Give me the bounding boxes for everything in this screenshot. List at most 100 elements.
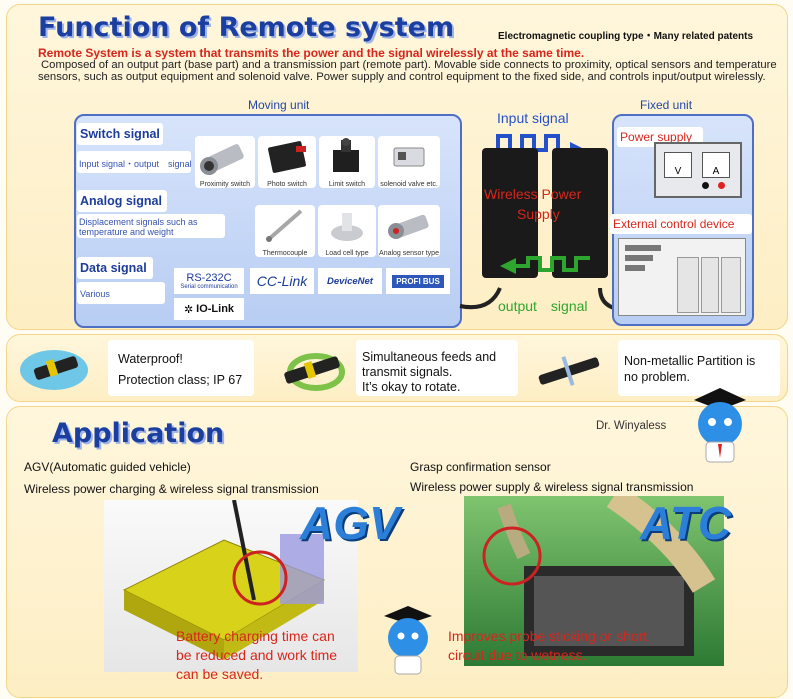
atc-image (464, 485, 724, 666)
meter-a: A (702, 152, 730, 178)
feature-2-line1: Simultaneous feeds and (362, 350, 497, 364)
data-signal-tag (77, 257, 153, 279)
plc-slot (625, 265, 645, 271)
wireless-power-label: Wireless Power (484, 186, 582, 202)
data-desc-tag (77, 282, 165, 304)
sensor-card-loadcell: Load cell type (318, 205, 376, 257)
feature-3-line1: Non-metallic Partition is (624, 354, 756, 368)
switch-signal-title: Switch signal (80, 127, 160, 141)
limit-switch-label: Limit switch (328, 181, 366, 188)
patent-badge: Electromagnetic coupling type・Many relat… (498, 31, 754, 42)
feature-1-line2: Protection class; IP 67 (118, 373, 243, 387)
fixed-unit-label: Fixed unit (640, 98, 693, 112)
agv-line2: Wireless power charging & wireless signa… (24, 482, 319, 496)
sensor-card-photo: Photo switch (258, 136, 316, 188)
switch-signal-desc: Input signal・output signal (79, 159, 192, 169)
atc-robot-icon (482, 485, 716, 656)
power-supply-unit: V A (654, 142, 742, 198)
feature-2-line3: It’s okay to rotate. (362, 380, 461, 394)
agv-image (104, 499, 358, 672)
thermocouple-icon (266, 209, 303, 242)
sensor-card-solenoid: solenoid valve etc. (378, 136, 440, 188)
partition-connector-icon (538, 356, 600, 386)
rs232-logo: RS-232C Serial communication (174, 268, 244, 294)
iolink-logo: ✲ IO-Link (174, 298, 244, 320)
data-signal-desc: Various (80, 289, 110, 299)
application-title: Application (52, 418, 225, 449)
sensor-card-limit: Limit switch (319, 136, 375, 188)
feature-text-box-3 (618, 340, 780, 396)
proximity-switch-icon (200, 144, 244, 175)
photo-switch-label: Photo switch (267, 181, 307, 188)
limit-switch-icon (333, 138, 359, 172)
sensor-card-proximity: Proximity switch (195, 136, 255, 188)
sensor-card-analog: Analog sensor type (378, 205, 440, 257)
plc-module (677, 257, 699, 313)
iolink-icon: ✲ (183, 303, 194, 316)
meter-v-label: V (674, 166, 682, 177)
rs232-sub: Serial communication (180, 284, 238, 290)
output-signal-label: output signal (498, 298, 588, 314)
power-supply-label: Power supply (620, 130, 693, 144)
iolink-label: IO-Link (196, 303, 235, 315)
atc-big-label: ATC (640, 497, 732, 549)
switch-desc-tag (77, 151, 191, 173)
analog-sensor-icon (388, 214, 429, 239)
cclink-logo: CC-Link (250, 268, 314, 294)
atc-line1: Grasp confirmation sensor (410, 460, 551, 474)
agv-vehicle-icon (122, 499, 326, 660)
feature-image-partition (526, 340, 612, 396)
profibus-logo: PROFI BUS (386, 268, 450, 294)
feature-image-rotate (266, 340, 356, 396)
terminal-red (718, 182, 725, 189)
sensor-card-thermocouple: Thermocouple (255, 205, 315, 257)
agv-big-label: AGV (300, 497, 400, 549)
devicenet-logo: DeviceNet (318, 268, 382, 294)
agv-benefit-line3: can be saved. (176, 666, 264, 682)
feature-text-box-1 (108, 340, 254, 396)
feature-image-waterproof (14, 340, 94, 396)
mascot-doctor-icon (694, 388, 746, 463)
agv-line1: AGV(Automatic guided vehicle) (24, 460, 191, 474)
atc-benefit-line2: circuit due to wetness. (448, 647, 587, 663)
atc-line2: Wireless power supply & wireless signal … (410, 480, 694, 494)
analog-sensor-label: Analog sensor type (379, 250, 439, 257)
load-cell-label: Load cell type (325, 250, 369, 257)
photo-switch-icon (268, 141, 306, 173)
plc-module (721, 257, 741, 313)
solenoid-valve-icon (393, 147, 425, 167)
profibus-label: PROFI BUS (392, 274, 444, 288)
devicenet-label: DeviceNet (327, 275, 373, 287)
load-cell-icon (331, 213, 363, 241)
analog-signal-desc: Displacement signals such as temperature… (79, 217, 198, 237)
solenoid-valve-label: solenoid valve etc. (380, 181, 438, 188)
terminal-black (702, 182, 709, 189)
analog-signal-tag (77, 190, 167, 212)
plc-slot (625, 245, 661, 251)
plc-module (701, 257, 719, 313)
meter-v: V (664, 152, 692, 178)
plc-slot (625, 255, 653, 261)
waterproof-connector-icon (20, 350, 88, 390)
feature-text-box-2 (356, 340, 518, 396)
meter-a-label: A (712, 166, 720, 177)
plc-unit (618, 238, 746, 316)
agv-benefit-line1: Battery charging time can (176, 628, 335, 644)
external-device-label: External control device (613, 217, 735, 231)
input-signal-label: Input signal (497, 110, 569, 126)
atc-benefit-line1: Improves probe sticking or short (448, 628, 648, 644)
cable-lines (459, 287, 625, 312)
feature-2-line2: transmit signals. (362, 365, 453, 379)
lead-body: Composed of an output part (base part) a… (38, 59, 777, 83)
switch-signal-tag (77, 123, 163, 145)
moving-unit-label: Moving unit (248, 98, 310, 112)
analog-signal-title: Analog signal (80, 194, 162, 208)
external-device-tag (610, 214, 752, 234)
rs232-label: RS-232C (186, 272, 232, 284)
cclink-label: CC-Link (256, 273, 308, 289)
feature-3-line2: no problem. (624, 370, 691, 384)
supply-label: Supply (517, 206, 560, 222)
doctor-label: Dr. Winyaless (596, 420, 667, 432)
analog-desc-tag (77, 214, 225, 238)
mascot-small-icon (384, 606, 432, 675)
